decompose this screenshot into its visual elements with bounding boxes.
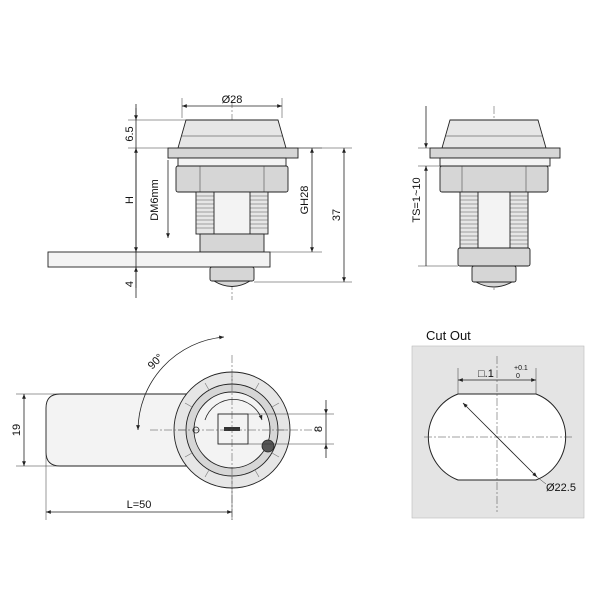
dim-square: □.1 xyxy=(478,368,494,380)
cutout-title: Cut Out xyxy=(426,328,471,343)
dim-gh28: GH28 xyxy=(299,186,311,215)
side-flange xyxy=(429,147,561,159)
tol-plus: +0.1 xyxy=(514,365,528,372)
dim-19: 19 xyxy=(11,424,23,436)
dim-h: H xyxy=(124,196,136,204)
cutout-view: Cut Out □.1 +0.1 0 Ø22.5 xyxy=(411,328,585,519)
tol-zero: 0 xyxy=(516,373,520,380)
dim-8: 8 xyxy=(313,426,325,432)
dim-37: 37 xyxy=(331,209,343,221)
hex-nut xyxy=(175,165,289,193)
flange xyxy=(167,147,299,159)
dim-ts: TS=1~10 xyxy=(411,177,423,222)
side-lower-nut xyxy=(457,247,531,267)
dim-dm6mm: DM6mm xyxy=(149,179,161,221)
side-cap xyxy=(441,119,547,149)
dim-4: 4 xyxy=(124,281,136,287)
cam-arm xyxy=(47,251,271,268)
lower-collar xyxy=(199,233,265,253)
dim-l50: L=50 xyxy=(127,499,152,511)
dim-90deg: 90° xyxy=(146,352,166,372)
top-view: 90° 19 L=50 8 xyxy=(11,335,334,520)
front-view: Ø28 6.5 H 4 DM6mm GH28 37 xyxy=(47,94,352,300)
side-nut xyxy=(439,165,549,193)
angle-arc xyxy=(136,335,225,431)
dim-dia22-5: Ø22.5 xyxy=(546,482,576,494)
bottom-nut xyxy=(209,266,255,282)
side-view: TS=1~10 xyxy=(411,106,561,290)
cap-body xyxy=(177,119,287,149)
dim-6-5: 6.5 xyxy=(124,126,136,141)
diameter-leader xyxy=(462,402,538,478)
dim-dia28: Ø28 xyxy=(222,94,243,106)
